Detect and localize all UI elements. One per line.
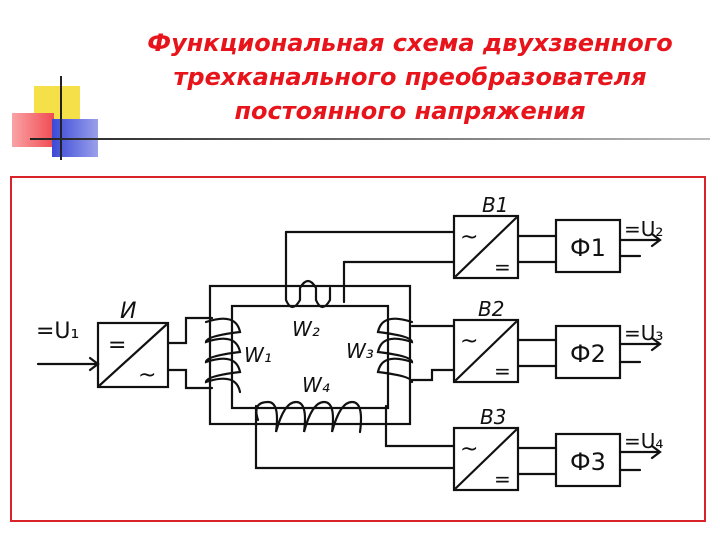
rectifier-b1-bottom: = bbox=[494, 255, 511, 279]
output-label-1: =U₂ bbox=[624, 217, 663, 241]
output-arrow-1 bbox=[618, 232, 662, 258]
output-label-3: =U₄ bbox=[624, 429, 663, 453]
horizontal-rule bbox=[30, 138, 710, 140]
rectifier-b1 bbox=[452, 214, 520, 280]
filter-label-f1: Ф1 bbox=[570, 234, 606, 262]
input-label: =U₁ bbox=[36, 319, 79, 344]
input-arrow bbox=[36, 356, 100, 372]
winding-w2 bbox=[284, 230, 332, 309]
winding-w1 bbox=[204, 317, 242, 394]
winding-w3 bbox=[376, 317, 414, 384]
title-line-1: Функциональная схема двухзвенного bbox=[147, 29, 673, 57]
title-line-3: постоянного напряжения bbox=[234, 97, 586, 125]
rectifier-b1-top: ~ bbox=[460, 225, 478, 250]
inverter-symbol-top: = bbox=[108, 333, 126, 358]
rectifier-label-b1: В1 bbox=[482, 193, 508, 217]
inverter-label: И bbox=[120, 299, 136, 324]
filter-f2 bbox=[554, 324, 622, 380]
rectifier-b3-bottom: = bbox=[494, 467, 511, 491]
output-label-2: =U₃ bbox=[624, 321, 663, 345]
inverter-block bbox=[96, 321, 170, 389]
transformer-core-outer bbox=[208, 284, 412, 426]
winding-label-w2: W₂ bbox=[292, 317, 320, 341]
rectifier-b2-top: ~ bbox=[460, 329, 478, 354]
rectifier-label-b3: В3 bbox=[480, 405, 506, 429]
rectifier-label-b2: В2 bbox=[478, 297, 504, 321]
inverter-diagonal bbox=[98, 323, 168, 387]
filter-label-f2: Ф2 bbox=[570, 340, 606, 368]
filter-label-f3: Ф3 bbox=[570, 448, 606, 476]
rectifier-b2 bbox=[452, 318, 520, 384]
rectifier-b3-top: ~ bbox=[460, 437, 478, 462]
filter-f3 bbox=[554, 432, 622, 488]
winding-label-w4: W₄ bbox=[302, 373, 330, 397]
slide-title: Функциональная схема двухзвенного трехка… bbox=[110, 26, 710, 128]
filter-f1 bbox=[554, 218, 622, 274]
output-arrow-2 bbox=[618, 336, 662, 364]
winding-w4 bbox=[255, 400, 363, 434]
vertical-line bbox=[60, 76, 62, 160]
diagram-frame bbox=[10, 176, 706, 522]
title-line-2: трехканального преобразователя bbox=[173, 63, 647, 91]
red-square bbox=[12, 113, 54, 147]
inverter-symbol-bottom: ~ bbox=[138, 363, 156, 388]
rectifier-b2-bottom: = bbox=[494, 359, 511, 383]
winding-label-w1: W₁ bbox=[244, 343, 272, 367]
transformer-core-inner bbox=[230, 304, 390, 410]
rectifier-b3 bbox=[452, 426, 520, 492]
winding-label-w3: W₃ bbox=[346, 339, 374, 363]
output-arrow-3 bbox=[618, 444, 662, 472]
